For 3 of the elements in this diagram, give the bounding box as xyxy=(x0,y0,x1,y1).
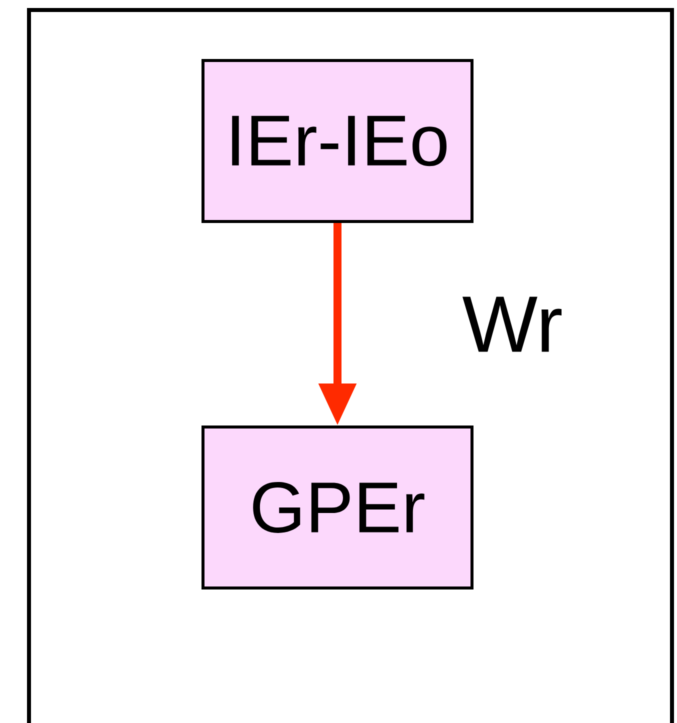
process-box: IEr-IEo xyxy=(202,59,474,223)
process-box: GPEr xyxy=(202,426,474,590)
edge-label: Wr xyxy=(460,294,565,354)
